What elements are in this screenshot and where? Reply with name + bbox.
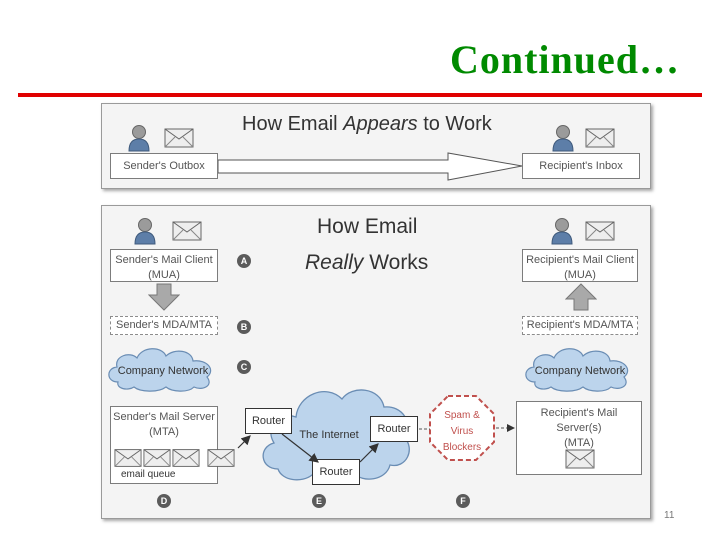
sender-mail-server-box: Sender's Mail Server (MTA) [110,406,218,484]
sender-client-line1: Sender's Mail Client [115,254,213,266]
appears-title-pre: How Email [242,113,344,135]
sender-server-line2: (MTA) [149,426,179,438]
sender-client-person-icon [134,218,156,245]
title-divider [18,93,702,97]
page-number: 11 [664,510,675,521]
recipient-person-icon [552,125,574,152]
really-title-line1: How Email [317,215,418,238]
marker-f: F [456,494,470,508]
sender-client-line2: (MUA) [148,269,180,281]
really-title-rest: Works [363,251,429,274]
sender-envelope-icon [164,128,194,148]
recipient-client-line2: (MUA) [564,269,596,281]
spam-line3: Blockers [442,442,482,453]
left-company-network-label: Company Network [117,365,209,377]
sender-server-line1: Sender's Mail Server [113,411,215,423]
recipient-mail-client-box: Recipient's Mail Client (MUA) [522,249,638,282]
router-3: Router [312,459,360,485]
marker-a: A [237,254,251,268]
marker-c: C [237,360,251,374]
right-company-network-label: Company Network [534,365,626,377]
queue-envelope-outgoing-icon [207,449,235,467]
left-company-network-cloud-icon [108,348,212,392]
queue-envelope-1-icon [114,449,142,467]
up-arrow-icon [565,283,597,311]
really-title-em: Really [305,251,364,274]
spam-blocker-octagon-icon [429,395,495,461]
slide-title: Continued… [449,37,680,82]
router-1: Router [245,408,292,434]
marker-d: D [157,494,171,508]
recipients-inbox-box: Recipient's Inbox [522,153,640,179]
queue-envelope-3-icon [172,449,200,467]
appears-arrow [218,152,523,181]
recipient-client-envelope-icon [585,221,615,241]
sender-client-envelope-icon [172,221,202,241]
marker-e: E [312,494,326,508]
senders-outbox-box: Sender's Outbox [110,153,218,179]
appears-title: How Email Appears to Work [242,113,492,136]
spam-line2: Virus [450,426,474,437]
appears-title-em: Appears [343,113,418,135]
recipient-server-line1: Recipient's Mail Server(s) [540,407,618,434]
recipient-client-person-icon [551,218,573,245]
router-2: Router [370,416,418,442]
right-company-network-cloud-icon [525,348,629,392]
sender-mail-client-box: Sender's Mail Client (MUA) [110,249,218,282]
internet-label: The Internet [299,429,359,441]
recipient-server-line2: (MTA) [564,437,594,449]
queue-envelope-2-icon [143,449,171,467]
recipient-mda-box: Recipient's MDA/MTA [522,316,638,335]
marker-b: B [237,320,251,334]
recipient-server-envelope-icon [565,449,595,469]
recipient-client-line1: Recipient's Mail Client [526,254,634,266]
spam-line1: Spam & [444,410,480,421]
sender-mda-box: Sender's MDA/MTA [110,316,218,335]
sender-person-icon [128,125,150,152]
spam-blocker-label: Spam & Virus Blockers [430,408,494,456]
appears-title-post: to Work [417,113,492,135]
recipient-envelope-icon [585,128,615,148]
email-queue-label: email queue [121,469,176,480]
down-arrow-icon [148,283,180,311]
really-title-line2: Really Works [305,251,428,275]
